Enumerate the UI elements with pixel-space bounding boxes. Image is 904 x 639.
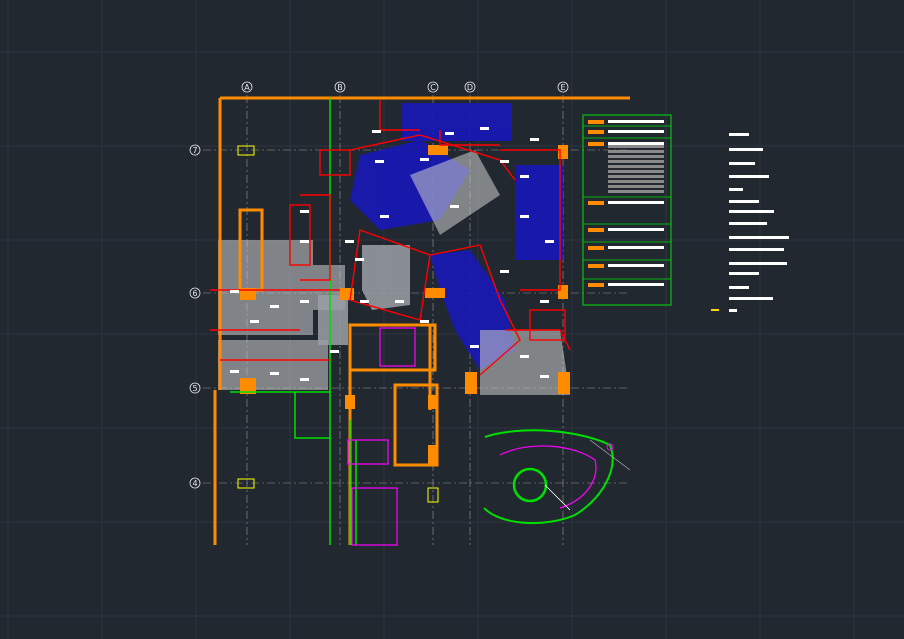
tag-label bbox=[330, 350, 339, 353]
tag-label bbox=[540, 375, 549, 378]
legend-swatch bbox=[588, 130, 604, 134]
legend-text bbox=[608, 201, 664, 204]
tag-label bbox=[470, 345, 479, 348]
note-line bbox=[729, 162, 755, 165]
legend-text-gray bbox=[608, 160, 664, 163]
tag-label bbox=[300, 210, 309, 213]
column-grid-bubbles bbox=[241, 81, 569, 93]
tag-label bbox=[250, 320, 259, 323]
note-line bbox=[729, 297, 773, 300]
grid-label-5: 5 bbox=[192, 384, 197, 393]
note-line bbox=[729, 175, 769, 178]
tag-label bbox=[500, 270, 509, 273]
legend-text bbox=[608, 228, 664, 231]
note-line bbox=[729, 148, 763, 151]
legend-text-gray bbox=[608, 185, 664, 188]
grid-label-e: E bbox=[560, 83, 565, 92]
note-line bbox=[729, 188, 743, 191]
tag-label bbox=[300, 240, 309, 243]
text-tags bbox=[230, 127, 554, 381]
note-line bbox=[729, 272, 759, 275]
grid-label-7: 7 bbox=[192, 146, 197, 155]
tag-label bbox=[270, 305, 279, 308]
tag-label bbox=[420, 320, 429, 323]
legend-swatch bbox=[588, 142, 604, 146]
note-line bbox=[729, 248, 784, 251]
grid-label-b: B bbox=[337, 83, 343, 92]
grid-label-c: C bbox=[430, 83, 436, 92]
tag-label bbox=[372, 130, 381, 133]
note-line bbox=[729, 133, 749, 136]
tag-label bbox=[300, 300, 309, 303]
legend-swatch bbox=[588, 201, 604, 205]
stairs bbox=[347, 327, 416, 546]
tag-label bbox=[540, 300, 549, 303]
legend-panel bbox=[582, 114, 672, 306]
legend-swatch bbox=[588, 264, 604, 268]
legend-text-gray bbox=[608, 165, 664, 168]
note-line bbox=[729, 309, 737, 312]
legend-text-gray bbox=[608, 190, 664, 193]
grid-label-6: 6 bbox=[192, 289, 197, 298]
spiral-stair bbox=[483, 429, 631, 524]
legend-swatch bbox=[588, 246, 604, 250]
tag-label bbox=[230, 370, 239, 373]
legend-text-gray bbox=[608, 170, 664, 173]
tag-label bbox=[395, 300, 404, 303]
tag-label bbox=[520, 355, 529, 358]
legend-text bbox=[608, 264, 664, 267]
tag-label bbox=[520, 215, 529, 218]
legend-swatch bbox=[588, 283, 604, 287]
tag-label bbox=[270, 372, 279, 375]
grid-label-d: D bbox=[467, 83, 473, 92]
legend-text bbox=[608, 120, 664, 123]
notes-panel bbox=[729, 133, 789, 312]
legend-text-gray bbox=[608, 155, 664, 158]
note-line bbox=[729, 210, 774, 213]
legend-swatch bbox=[588, 120, 604, 124]
legend-text-gray bbox=[608, 180, 664, 183]
note-line bbox=[729, 200, 759, 203]
columns bbox=[240, 145, 570, 465]
tag-label bbox=[345, 240, 354, 243]
notes-marker bbox=[711, 309, 719, 311]
legend-swatch bbox=[588, 228, 604, 232]
tiled-floor-zones bbox=[218, 150, 570, 395]
grid-markers bbox=[237, 145, 439, 503]
tag-label bbox=[530, 138, 539, 141]
tag-label bbox=[300, 378, 309, 381]
tag-label bbox=[520, 175, 529, 178]
tag-label bbox=[500, 160, 509, 163]
legend-text bbox=[608, 130, 664, 133]
tag-label bbox=[545, 240, 554, 243]
tag-label bbox=[480, 127, 489, 130]
legend-text bbox=[608, 246, 664, 249]
grid-label-4: 4 bbox=[192, 479, 197, 488]
central-core bbox=[318, 245, 410, 345]
grid-label-a: A bbox=[244, 83, 250, 92]
tag-label bbox=[420, 158, 429, 161]
row-grid-bubbles bbox=[189, 144, 201, 489]
tag-label bbox=[355, 258, 364, 261]
legend-text bbox=[608, 142, 664, 145]
legend-text bbox=[608, 283, 664, 286]
tag-label bbox=[450, 205, 459, 208]
tag-label bbox=[230, 290, 239, 293]
legend-text-gray bbox=[608, 145, 664, 148]
note-line bbox=[729, 222, 767, 225]
note-line bbox=[729, 262, 787, 265]
note-line bbox=[729, 236, 789, 239]
tag-label bbox=[380, 215, 389, 218]
tag-label bbox=[375, 160, 384, 163]
tag-label bbox=[445, 132, 454, 135]
floor-plan bbox=[210, 96, 631, 546]
legend-text-gray bbox=[608, 175, 664, 178]
legend-text-gray bbox=[608, 150, 664, 153]
boundary-lines bbox=[230, 98, 357, 545]
tag-label bbox=[360, 300, 369, 303]
note-line bbox=[729, 286, 749, 289]
